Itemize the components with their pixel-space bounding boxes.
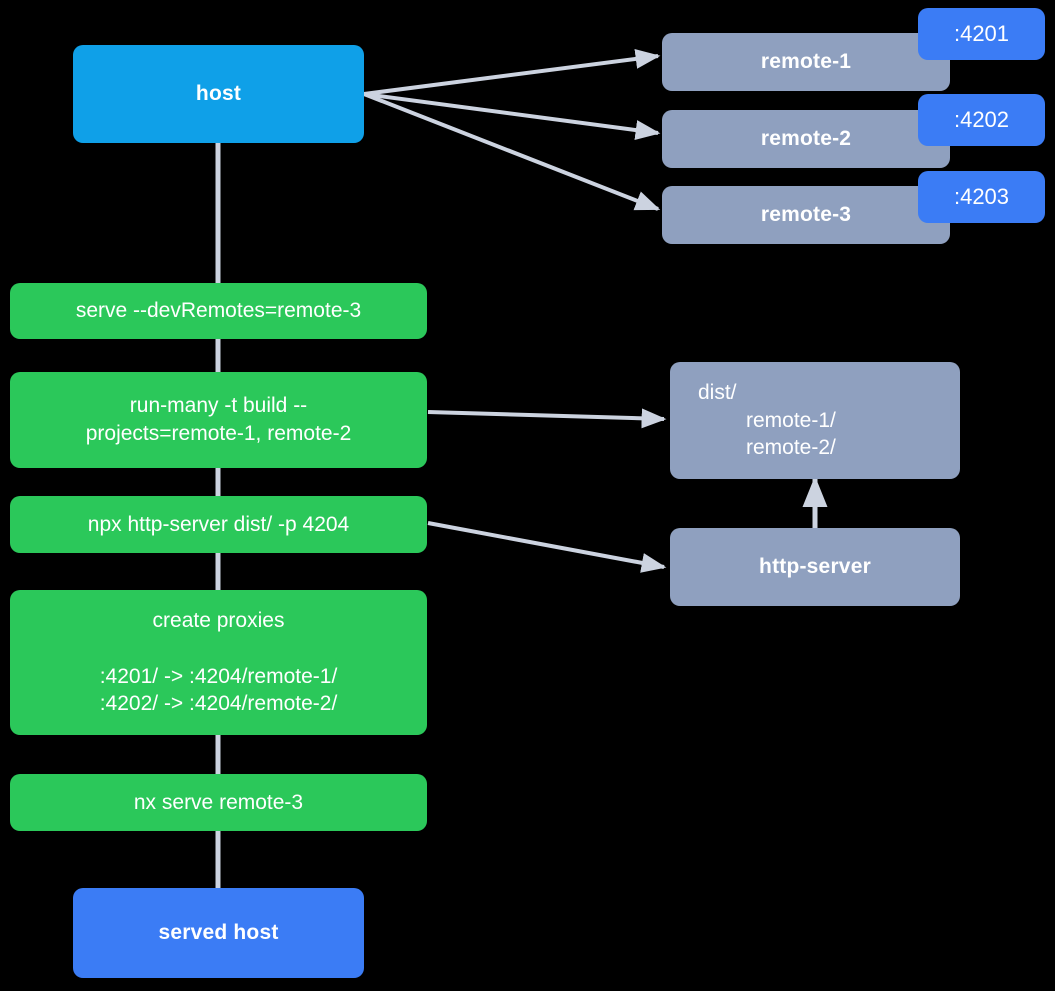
node-host-label: host [195, 82, 242, 106]
dist-folder-child-2: remote-2/ [746, 436, 836, 460]
command-npx-http-server-text: npx http-server dist/ -p 4204 [87, 512, 350, 536]
command-create-proxies-mapping-2: :4202/ -> :4204/remote-2/ [99, 692, 338, 716]
command-run-many-build-line-1: run-many -t build -- [129, 394, 308, 418]
node-remote-3[interactable]: remote-3 [662, 186, 950, 244]
node-http-server[interactable]: http-server [670, 528, 960, 606]
node-remote-3-label: remote-3 [760, 203, 852, 227]
node-remote-2[interactable]: remote-2 [662, 110, 950, 168]
node-remote-2-label: remote-2 [760, 127, 852, 151]
node-remote-1-label: remote-1 [760, 50, 852, 74]
badge-remote-2-port: :4202 [918, 94, 1045, 146]
edge-host-to-remote-3 [363, 92, 661, 211]
node-remote-1[interactable]: remote-1 [662, 33, 950, 91]
node-http-server-label: http-server [759, 555, 871, 579]
edge-host-to-remote-1 [363, 48, 661, 96]
node-host[interactable]: host [73, 45, 364, 143]
edge-npx-to-http-server [427, 521, 667, 573]
dist-folder-tree: dist/ remote-1/ remote-2/ [670, 379, 960, 462]
command-serve-dev-remotes-text: serve --devRemotes=remote-3 [75, 299, 362, 323]
dist-folder-child-1: remote-1/ [746, 408, 836, 432]
node-command-nx-serve-remote-3[interactable]: nx serve remote-3 [10, 774, 427, 831]
command-create-proxies-title: create proxies [152, 608, 285, 632]
edge-run-many-to-dist [427, 408, 667, 429]
badge-remote-1-port: :4201 [918, 8, 1045, 60]
badge-remote-1-port-label: :4201 [953, 21, 1010, 46]
command-run-many-build-line-2: projects=remote-1, remote-2 [85, 422, 352, 445]
command-nx-serve-remote-3-text: nx serve remote-3 [133, 790, 304, 814]
node-command-run-many-build[interactable]: run-many -t build -- projects=remote-1, … [10, 372, 427, 468]
node-command-serve-dev-remotes[interactable]: serve --devRemotes=remote-3 [10, 283, 427, 339]
badge-remote-2-port-label: :4202 [953, 107, 1010, 132]
node-served-host[interactable]: served host [73, 888, 364, 978]
node-dist-folder[interactable]: dist/ remote-1/ remote-2/ [670, 362, 960, 479]
command-create-proxies-mapping-1: :4201/ -> :4204/remote-1/ [99, 664, 338, 688]
edge-host-to-remote-2 [363, 92, 661, 140]
node-served-host-label: served host [158, 921, 279, 945]
node-command-create-proxies[interactable]: create proxies :4201/ -> :4204/remote-1/… [10, 590, 427, 735]
badge-remote-3-port-label: :4203 [953, 184, 1010, 209]
badge-remote-3-port: :4203 [918, 171, 1045, 223]
node-command-npx-http-server[interactable]: npx http-server dist/ -p 4204 [10, 496, 427, 553]
dist-folder-root: dist/ [698, 380, 737, 404]
